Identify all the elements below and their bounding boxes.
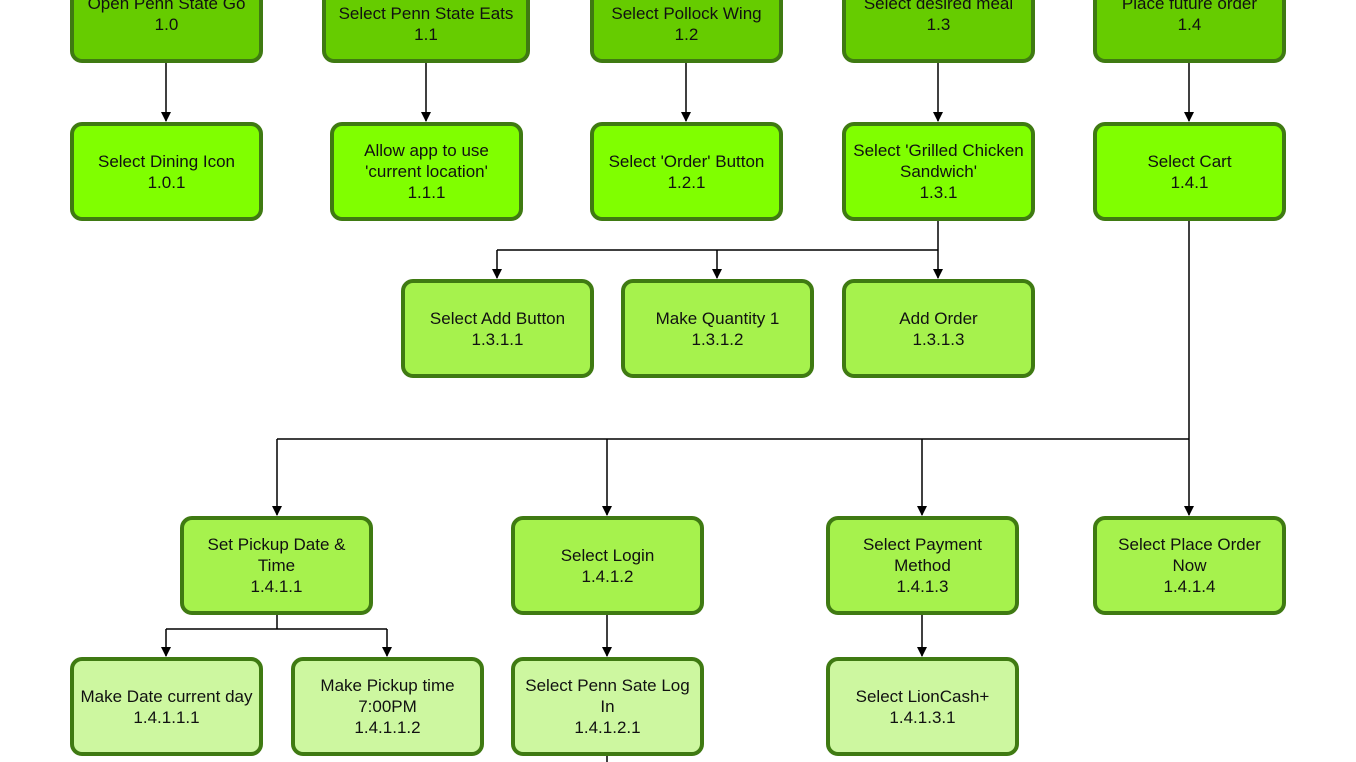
node-label: Allow app to use 'current location' — [364, 141, 489, 181]
node-label: Open Penn State Go — [87, 0, 246, 13]
node-select-penn-state-log-in: Select Penn Sate Log In 1.4.1.2.1 — [511, 657, 704, 756]
node-id: 1.4 — [1177, 14, 1202, 34]
node-label: Add Order — [899, 308, 978, 328]
node-label: Select 'Grilled Chicken Sandwich' — [853, 141, 1024, 181]
node-id: 1.4.1 — [1170, 172, 1209, 192]
node-label: Make Pickup time 7:00PM — [320, 676, 455, 716]
node-select-penn-state-eats: Select Penn State Eats 1.1 — [322, 0, 530, 63]
node-id: 1.4.1.2 — [581, 566, 634, 586]
node-id: 1.0.1 — [147, 172, 186, 192]
node-label: Make Date current day — [80, 686, 253, 706]
node-label: Make Quantity 1 — [655, 308, 780, 328]
node-select-add-button: Select Add Button 1.3.1.1 — [401, 279, 594, 378]
node-label: Select Add Button — [429, 308, 566, 328]
node-select-cart: Select Cart 1.4.1 — [1093, 122, 1286, 221]
node-id: 1.4.1.2.1 — [574, 718, 641, 737]
node-label: Select Penn Sate Log In — [525, 676, 690, 716]
node-make-quantity-1: Make Quantity 1 1.3.1.2 — [621, 279, 814, 378]
node-id: 1.3 — [926, 14, 951, 34]
node-id: 1.3.1.3 — [912, 329, 965, 349]
node-id: 1.0 — [154, 14, 179, 34]
node-label: Place future order — [1121, 0, 1258, 13]
node-label: Select 'Order' Button — [608, 151, 765, 171]
node-id: 1.2 — [674, 25, 699, 44]
node-id: 1.3.1 — [919, 183, 958, 202]
node-open-penn-state-go: Open Penn State Go 1.0 — [70, 0, 263, 63]
node-make-pickup-time: Make Pickup time 7:00PM 1.4.1.1.2 — [291, 657, 484, 756]
node-label: Select Payment Method — [862, 535, 983, 575]
node-allow-current-location: Allow app to use 'current location' 1.1.… — [330, 122, 523, 221]
node-label: Set Pickup Date & Time — [207, 535, 346, 575]
node-select-dining-icon: Select Dining Icon 1.0.1 — [70, 122, 263, 221]
node-id: 1.1 — [414, 25, 438, 44]
node-label: Select Penn State Eats — [338, 4, 514, 23]
node-select-grilled-chicken-sandwich: Select 'Grilled Chicken Sandwich' 1.3.1 — [842, 122, 1035, 221]
node-id: 1.4.1.4 — [1163, 577, 1216, 596]
node-select-lioncash: Select LionCash+ 1.4.1.3.1 — [826, 657, 1019, 756]
node-id: 1.1.1 — [407, 183, 446, 202]
node-id: 1.4.1.3.1 — [889, 707, 956, 727]
node-id: 1.4.1.1 — [250, 577, 303, 596]
node-id: 1.4.1.1.2 — [354, 718, 421, 737]
node-label: Select Cart — [1147, 151, 1232, 171]
node-id: 1.4.1.1.1 — [133, 707, 200, 727]
node-label: Select Place Order Now — [1118, 535, 1261, 575]
node-set-pickup-date-time: Set Pickup Date & Time 1.4.1.1 — [180, 516, 373, 615]
node-select-desired-meal: Select desired meal 1.3 — [842, 0, 1035, 63]
node-id: 1.2.1 — [667, 172, 706, 192]
node-id: 1.3.1.1 — [471, 329, 524, 349]
node-select-place-order-now: Select Place Order Now 1.4.1.4 — [1093, 516, 1286, 615]
node-select-login: Select Login 1.4.1.2 — [511, 516, 704, 615]
node-select-payment-method: Select Payment Method 1.4.1.3 — [826, 516, 1019, 615]
node-label: Select Pollock Wing — [611, 4, 762, 23]
node-label: Select Login — [560, 545, 655, 565]
node-add-order: Add Order 1.3.1.3 — [842, 279, 1035, 378]
node-place-future-order: Place future order 1.4 — [1093, 0, 1286, 63]
node-label: Select LionCash+ — [855, 686, 990, 706]
node-make-date-current-day: Make Date current day 1.4.1.1.1 — [70, 657, 263, 756]
node-id: 1.3.1.2 — [691, 329, 744, 349]
node-select-order-button: Select 'Order' Button 1.2.1 — [590, 122, 783, 221]
node-label: Select Dining Icon — [97, 151, 236, 171]
node-select-pollock-wing: Select Pollock Wing 1.2 — [590, 0, 783, 63]
node-label: Select desired meal — [863, 0, 1014, 13]
node-id: 1.4.1.3 — [896, 577, 949, 596]
